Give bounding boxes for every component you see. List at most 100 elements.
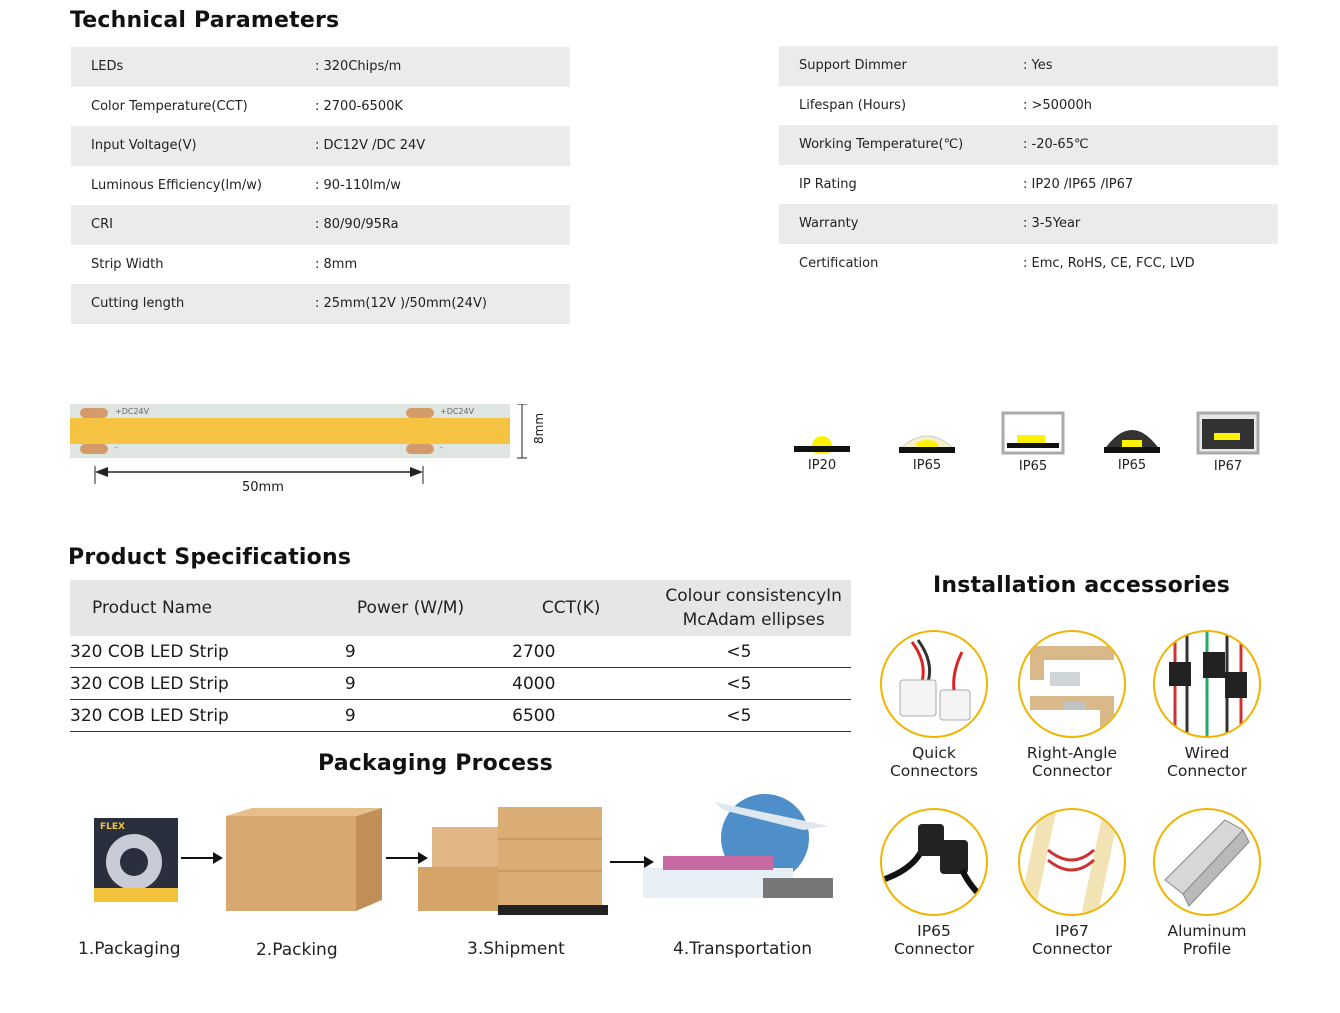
spec-header-cell: CCT(K) [541,598,601,618]
param-row: Cutting length : 25mm(12V )/50mm(24V) [71,284,570,324]
param-label: Input Voltage(V) [91,138,197,154]
accessory-label: Quick [912,744,956,762]
step-label: 1.Packaging [78,939,181,959]
width-label: 8mm [532,412,546,444]
led-strip-graphic [70,403,527,484]
ip-label: IP20 [807,458,837,473]
spec-header-cell: Power (W/M) [356,598,465,618]
param-value: : IP20 /IP65 /IP67 [1023,176,1134,192]
accessory-item: Aluminum Profile [1151,808,1263,958]
pallet-shipment-icon [418,805,610,917]
param-row: Input Voltage(V) : DC12V /DC 24V [71,126,570,166]
spec-cell: 9 [344,673,356,694]
spec-cell: 9 [344,641,356,662]
param-row: Lifespan (Hours): >50000h [779,86,1278,126]
accessory-label: Connector [1032,762,1112,780]
accessory-label: IP67 [1055,922,1089,940]
reel-package-icon: FLEX [94,818,178,902]
accessory-label: Right-Angle [1026,744,1118,762]
param-label: Certification [799,255,879,271]
param-row: Support Dimmer: Yes [779,46,1278,86]
param-value: : 90-110lm/w [315,177,401,193]
spec-cell: 320 COB LED Strip [70,705,229,726]
param-value: : >50000h [1023,97,1092,113]
param-value: : -20-65℃ [1023,137,1089,153]
ip-rating-item: IP67 [1196,411,1260,474]
step-label: 3.Shipment [467,939,565,959]
param-row: Color Temperature(CCT) : 2700-6500K [71,87,570,127]
ip-rating-item: IP65 [1001,411,1065,474]
param-row: CRI: 80/90/95Ra [71,205,570,245]
length-label: 50mm [242,480,284,495]
arrow-icon [610,856,654,868]
param-value: : 320Chips/m [315,59,402,75]
spec-cell: 4000 [512,673,556,694]
ip-label: IP65 [1117,458,1147,473]
param-label: Color Temperature(CCT) [91,98,248,114]
accessory-item: IP65 Connector [878,808,990,958]
param-label: LEDs [91,59,124,75]
param-row: Strip Width : 8mm [71,245,570,285]
spec-cell: 320 COB LED Strip [70,673,229,694]
param-value: : DC12V /DC 24V [315,138,426,154]
accessory-item: Quick Connectors [878,630,990,780]
spec-cell: <5 [726,673,752,694]
params-right: Support Dimmer: Yes Lifespan (Hours): >5… [779,46,1278,283]
param-value: : 25mm(12V )/50mm(24V) [315,296,487,312]
ip-label: IP65 [1018,459,1048,474]
param-value: : 2700-6500K [315,98,403,114]
technical-title: Technical Parameters [70,8,340,33]
ip-label: IP65 [912,458,942,473]
param-label: Warranty [799,216,859,232]
accessories-title: Installation accessories [933,573,1231,598]
arrow-icon [181,852,223,864]
param-row: Warranty : 3-5Year [779,204,1278,244]
param-row: LEDs : 320Chips/m [71,47,570,87]
aluminum-profile-icon [1153,808,1261,916]
ip65-tube-icon [1001,411,1065,455]
param-value: : 8mm [315,256,358,272]
param-row: IP Rating: IP20 /IP65 /IP67 [779,165,1278,205]
right-angle-connector-icon [1018,630,1126,738]
carton-box-icon [226,808,382,911]
pad-label: +DC24V [115,407,150,416]
reel-brand-label: FLEX [100,822,125,832]
param-value: : 3-5Year [1023,216,1081,232]
spec-header-row: Product Name Power (W/M) CCT(K) Colour c… [70,580,851,636]
param-label: CRI [91,217,113,233]
ip67-icon [1196,411,1260,455]
arrow-icon [386,852,428,864]
spec-table: Product Name Power (W/M) CCT(K) Colour c… [70,580,851,732]
table-row: 320 COB LED Strip 9 6500 <5 [70,700,851,732]
spec-cell: <5 [726,705,752,726]
accessory-label: Connectors [889,762,979,780]
ip65-connector-icon [880,808,988,916]
spec-cell: 9 [344,705,356,726]
ip-label: IP67 [1213,459,1243,474]
spec-cell: <5 [726,641,752,662]
ip67-connector-icon [1018,808,1126,916]
packaging-title: Packaging Process [318,751,553,776]
step-label: 2.Packing [256,940,338,960]
accessory-label: Profile [1182,940,1232,958]
ip-rating-item: IP20 [792,432,852,473]
pad-label: +DC24V [440,407,475,416]
param-label: Cutting length [91,296,185,312]
ip65-dome-icon [899,435,955,453]
ip20-icon [794,436,850,456]
param-label: Strip Width [91,256,164,272]
param-row: Certification : Emc, RoHS, CE, FCC, LVD [779,244,1278,284]
specs-title: Product Specifications [68,545,352,570]
accessory-label: Connector [1032,940,1112,958]
minus-label: - [440,443,443,452]
wired-connector-icon [1153,630,1261,738]
ip65-silicone-icon [1104,430,1160,453]
param-label: Luminous Efficiency(lm/w) [91,177,262,193]
accessory-label: Wired [1184,744,1230,762]
param-label: Support Dimmer [799,58,907,74]
spec-cell: 320 COB LED Strip [70,641,229,662]
quick-connector-icon [880,630,988,738]
step-label: 4.Transportation [673,939,812,959]
param-value: : Emc, RoHS, CE, FCC, LVD [1023,255,1195,271]
led-strip-diagram: +DC24V +DC24V - - 8mm 50mm [70,403,570,508]
